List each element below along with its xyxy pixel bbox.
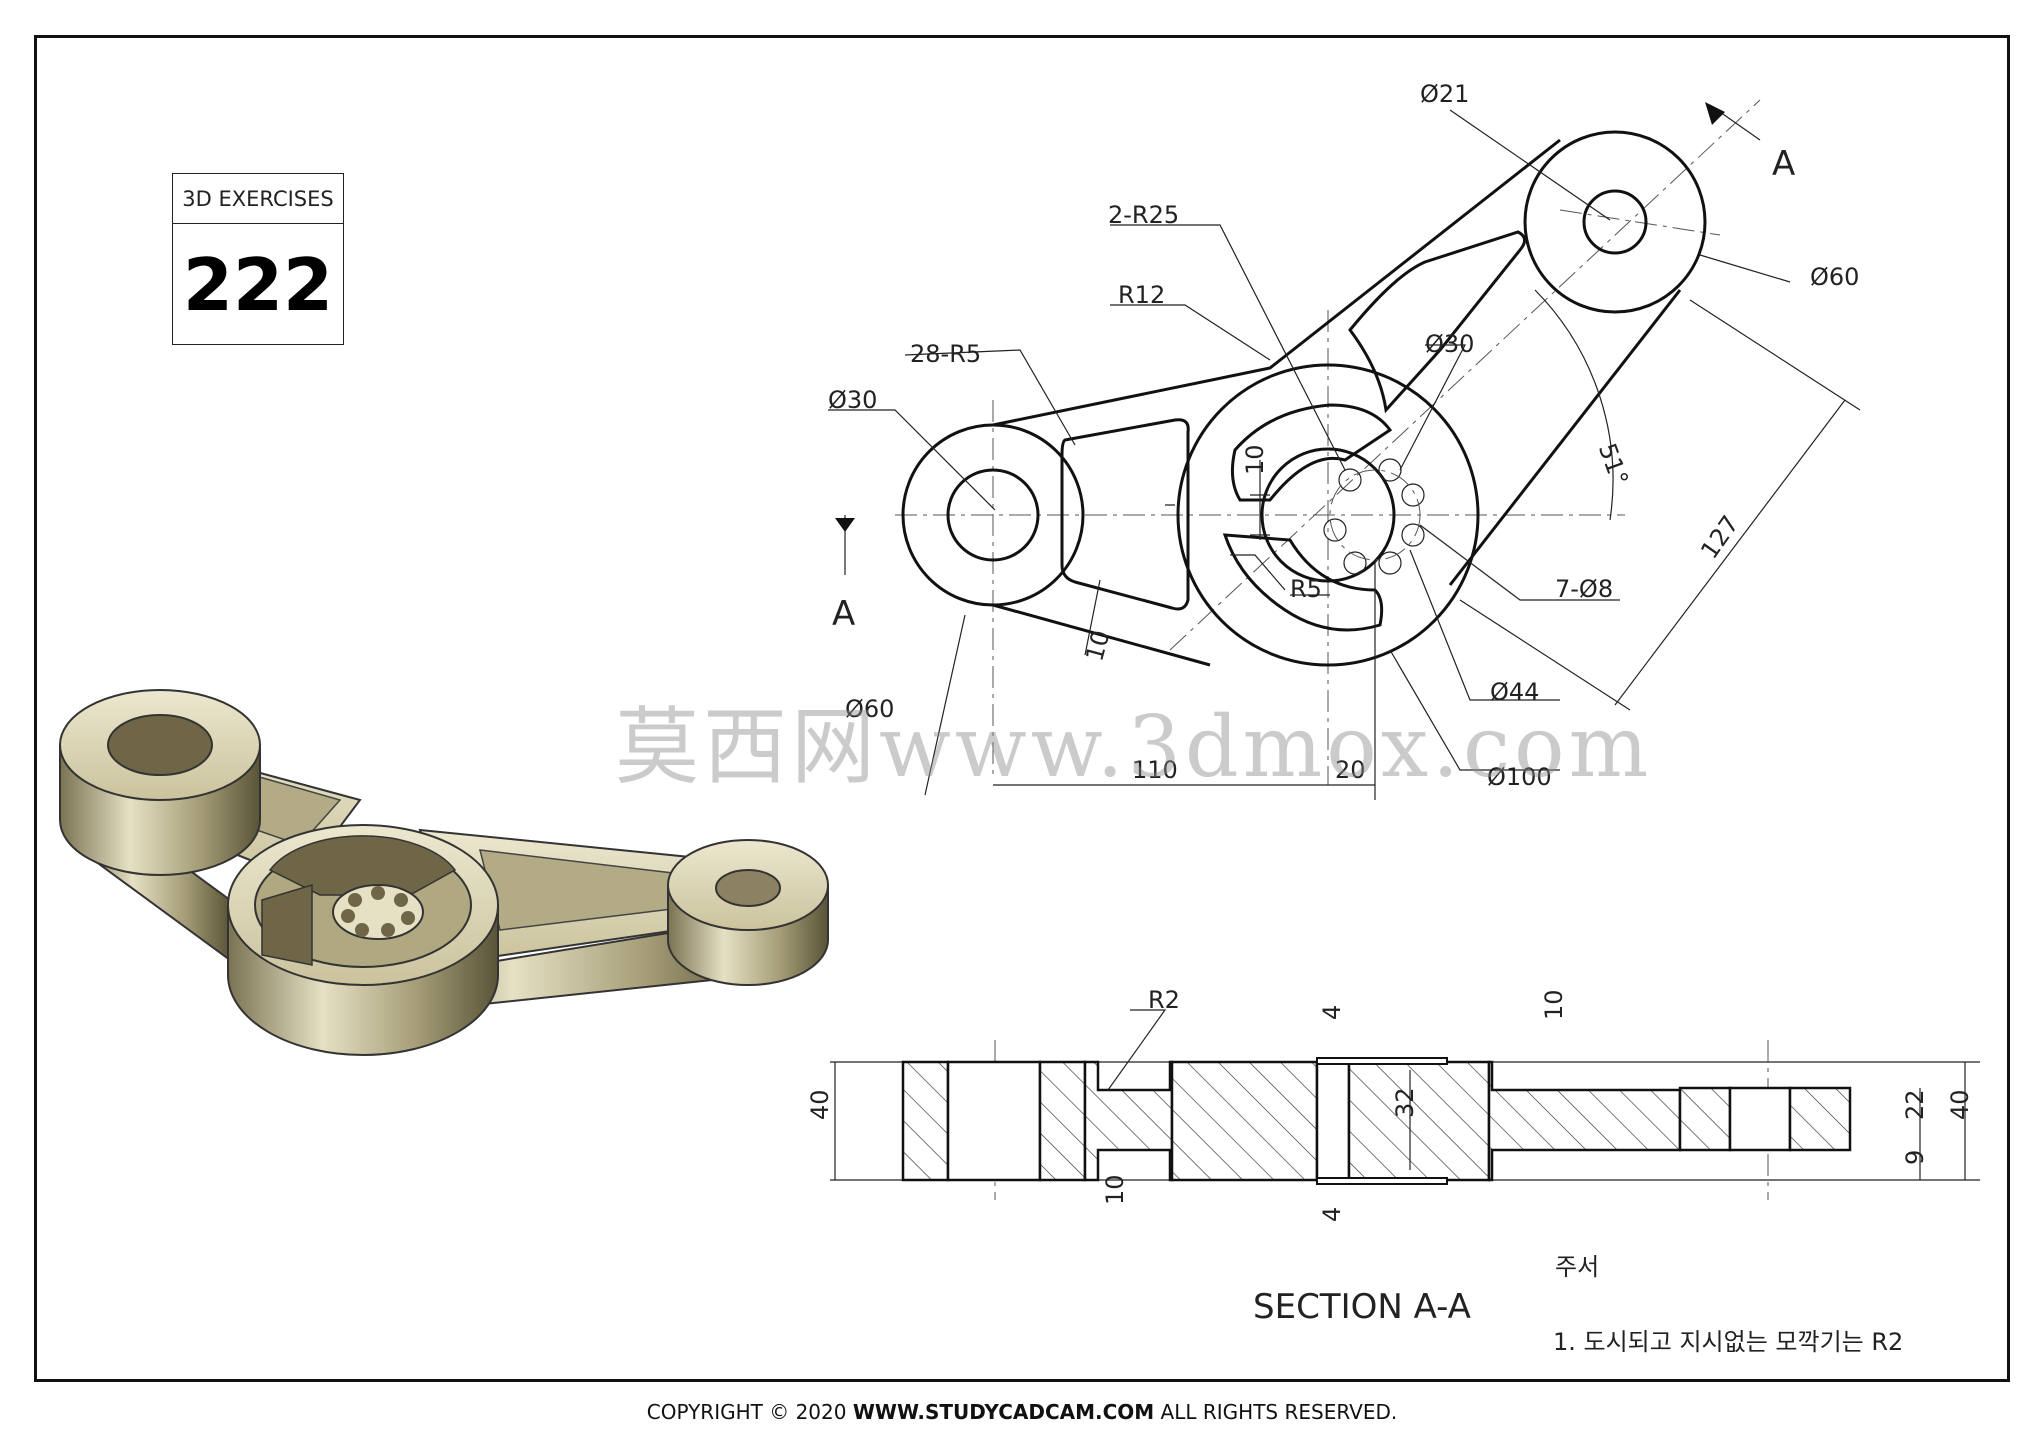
dim-dia30-center: Ø30: [1425, 330, 1474, 358]
section-dim-r2: R2: [1148, 986, 1180, 1014]
notes-line-1: 1. 도시되고 지시없는 모깍기는 R2: [1553, 1328, 1903, 1356]
section-dim-9: 9: [1901, 1150, 1929, 1165]
dim-10-upper: 10: [1241, 444, 1269, 475]
copyright-footer: COPYRIGHT © 2020 WWW.STUDYCADCAM.COM ALL…: [0, 1400, 2044, 1424]
badge-title: 3D EXERCISES: [173, 174, 343, 224]
section-marker-top: A: [1772, 144, 1795, 184]
dim-length-127: 127: [1695, 510, 1744, 564]
section-dim-32: 32: [1391, 1087, 1419, 1118]
dim-dia21: Ø21: [1420, 80, 1469, 108]
copyright-site: WWW.STUDYCADCAM.COM: [852, 1400, 1155, 1424]
section-dim-10-top: 10: [1540, 989, 1568, 1020]
dim-r5: R5: [1290, 575, 1322, 603]
drawing-frame: [34, 35, 2010, 1382]
section-view: R2 4 10 40 32 22 40 9 10 4 SECTION A-A: [806, 986, 1980, 1327]
exercise-number: 222: [182, 242, 334, 327]
watermark: 莫西网www.3dmox.com: [615, 698, 1653, 796]
section-dim-4-bottom: 4: [1318, 1207, 1346, 1222]
copyright-prefix: COPYRIGHT © 2020: [646, 1400, 853, 1424]
notes-heading: 주서: [1555, 1253, 1599, 1281]
section-marker-left: A: [832, 594, 855, 634]
dim-28-r5: 28-R5: [910, 340, 981, 368]
section-dim-22: 22: [1901, 1089, 1929, 1120]
dim-dia44: Ø44: [1490, 678, 1539, 706]
dim-7-holes-dia8: 7-Ø8: [1555, 575, 1613, 603]
section-dim-40-left: 40: [806, 1089, 834, 1120]
dim-length-110: 110: [1132, 756, 1178, 784]
dim-angle-51: 51°: [1593, 440, 1634, 490]
section-title: SECTION A-A: [1253, 1287, 1471, 1327]
copyright-suffix: ALL RIGHTS RESERVED.: [1154, 1400, 1398, 1424]
exercise-badge: 3D EXERCISES 222: [172, 173, 344, 345]
section-dim-4-top: 4: [1318, 1005, 1346, 1020]
dim-dia30-left: Ø30: [828, 386, 877, 414]
dim-length-20: 20: [1335, 756, 1366, 784]
dim-dia60-right: Ø60: [1810, 263, 1859, 291]
section-dim-40-right: 40: [1946, 1089, 1974, 1120]
isometric-model: [59, 689, 829, 1056]
dim-dia100: Ø100: [1487, 763, 1552, 791]
dim-2-r25: 2-R25: [1108, 201, 1179, 229]
dim-r12: R12: [1118, 281, 1165, 309]
section-dim-10-bottom: 10: [1101, 1174, 1129, 1205]
dim-10-lower: 10: [1080, 627, 1115, 664]
dim-dia60-left: Ø60: [845, 695, 894, 723]
